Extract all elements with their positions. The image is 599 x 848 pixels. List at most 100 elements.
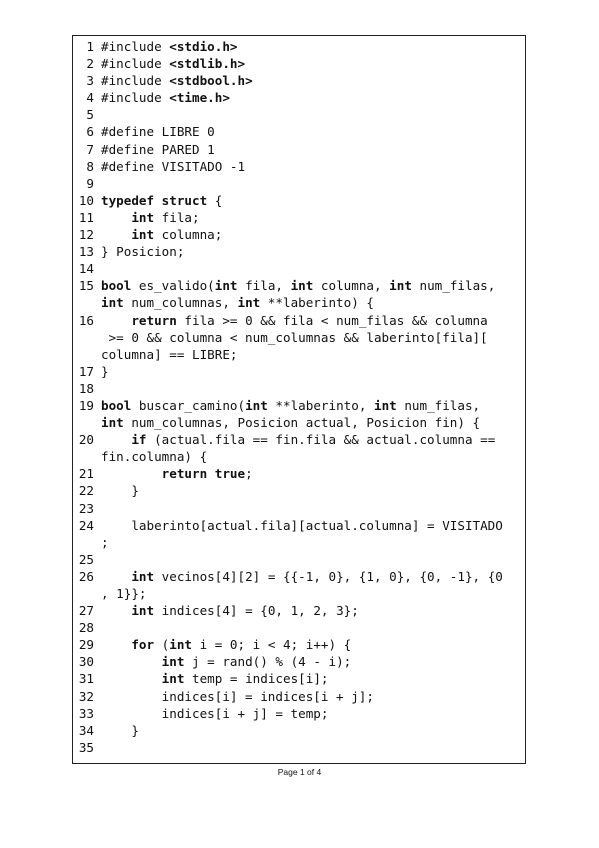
code-line: 27 int indices[4] = {0, 1, 2, 3}; <box>73 602 525 619</box>
code-line: 26 int vecinos[4][2] = {{-1, 0}, {1, 0},… <box>73 568 525 585</box>
code-line: 7#define PARED 1 <box>73 141 525 158</box>
line-text: } <box>101 482 525 499</box>
line-number: 3 <box>86 73 94 89</box>
code-line: 32 indices[i] = indices[i + j]; <box>73 688 525 705</box>
code-token: columna] == LIBRE; <box>101 346 238 362</box>
code-line: 4#include <time.h> <box>73 89 525 106</box>
keyword-token: int <box>101 415 124 431</box>
code-token: fin.columna) { <box>101 449 208 465</box>
line-text: #define LIBRE 0 <box>101 123 525 140</box>
keyword-token: int <box>373 397 397 413</box>
line-text: typedef struct { <box>101 192 525 209</box>
line-text: int indices[4] = {0, 1, 2, 3}; <box>101 602 525 619</box>
line-text <box>101 260 525 277</box>
code-token: , 1}}; <box>101 586 147 601</box>
line-text: #include <stdbool.h> <box>101 72 525 89</box>
code-token: #include <box>101 39 170 54</box>
keyword-token: int <box>131 227 155 243</box>
keyword-token: for <box>131 637 155 653</box>
line-text: ; <box>101 534 525 551</box>
line-text: , 1}}; <box>101 585 525 602</box>
code-token <box>101 603 131 618</box>
keyword-token: int <box>214 278 238 294</box>
code-token: { <box>207 192 223 208</box>
code-token: #define VISITADO -1 <box>101 158 246 174</box>
code-line: 14 <box>73 260 525 277</box>
code-line: 13 } Posicion; <box>73 243 525 260</box>
line-number: 35 <box>78 739 94 755</box>
keyword-token: int <box>389 278 412 294</box>
code-token: #include <box>101 73 170 89</box>
code-line: 29 for (int i = 0; i < 4; i++) { <box>73 636 525 653</box>
code-token: #include <box>101 56 170 72</box>
line-number: 24 <box>78 517 94 533</box>
code-line: 34 } <box>73 722 525 739</box>
code-line: 24 laberinto[actual.fila][actual.columna… <box>73 517 525 534</box>
line-number: 8 <box>86 158 94 174</box>
code-token <box>101 671 162 686</box>
line-text: } <box>101 722 525 739</box>
keyword-token: return true <box>161 466 246 482</box>
line-number: 34 <box>78 722 94 738</box>
code-token: } <box>101 483 139 499</box>
line-number: 13 <box>78 244 94 260</box>
line-number: 21 <box>78 466 94 482</box>
line-number: 29 <box>78 637 94 653</box>
code-token: num_columnas, <box>123 295 238 311</box>
line-number: 11 <box>78 209 94 225</box>
code-line: , 1}}; <box>73 585 525 602</box>
keyword-token: int <box>161 654 185 670</box>
keyword-token: return <box>131 312 177 328</box>
code-token: **laberinto) { <box>260 295 374 311</box>
line-number: 4 <box>86 90 94 106</box>
code-token: indices[i] = indices[i + j]; <box>101 688 374 704</box>
code-line: int num_columnas, int **laberinto) { <box>73 294 525 311</box>
line-number: 33 <box>78 705 94 721</box>
line-text <box>101 500 525 517</box>
line-text: #include <stdio.h> <box>101 38 525 55</box>
line-text: return fila >= 0 && fila < num_filas && … <box>101 312 525 329</box>
keyword-token: int <box>101 295 124 311</box>
line-number: 30 <box>78 654 94 670</box>
code-line: 2#include <stdlib.h> <box>73 55 525 72</box>
code-line: 22 } <box>73 482 525 499</box>
line-text: return true; <box>101 465 525 482</box>
line-text <box>101 739 525 756</box>
code-token: fila, <box>237 278 291 294</box>
keyword-token: int <box>161 671 185 687</box>
keyword-token: typedef struct <box>101 192 208 208</box>
code-line: 1#include <stdio.h> <box>73 38 525 55</box>
code-line: 33 indices[i + j] = temp; <box>73 705 525 722</box>
code-line: 30 int j = rand() % (4 - i); <box>73 653 525 670</box>
line-number: 7 <box>86 141 94 157</box>
line-text: int j = rand() % (4 - i); <box>101 653 525 670</box>
code-line: 25 <box>73 551 525 568</box>
keyword-token: <time.h> <box>169 90 230 106</box>
keyword-token: int <box>237 295 261 311</box>
code-token: j = rand() % (4 - i); <box>184 654 352 670</box>
code-token: i = 0; i < 4; i++) { <box>192 637 352 653</box>
code-line: columna] == LIBRE; <box>73 346 525 363</box>
code-token: fila; <box>154 209 200 225</box>
keyword-token: int <box>290 278 314 294</box>
keyword-token: bool <box>101 397 132 413</box>
line-number: 10 <box>78 192 94 208</box>
code-line: 3 #include <stdbool.h> <box>73 72 525 89</box>
line-number: 5 <box>86 107 94 123</box>
line-text: } Posicion; <box>101 243 525 260</box>
line-text: for (int i = 0; i < 4; i++) { <box>101 636 525 653</box>
code-body: 1#include <stdio.h>2#include <stdlib.h>3… <box>73 38 525 756</box>
code-token: num_filas, <box>411 278 496 294</box>
page-footer: Page 1 of 4 <box>277 767 322 777</box>
code-line: 31 int temp = indices[i]; <box>73 670 525 687</box>
line-text: if (actual.fila == fin.fila && actual.co… <box>101 431 525 448</box>
line-text: bool buscar_camino(int **laberinto, int … <box>101 397 525 414</box>
code-token: vecinos[4][2] = {{-1, 0}, {1, 0}, {0, -1… <box>154 568 503 584</box>
code-token <box>101 654 162 669</box>
line-text: columna] == LIBRE; <box>101 346 525 363</box>
code-line: 21 return true; <box>73 465 525 482</box>
code-token: (actual.fila == fin.fila && actual.colum… <box>146 432 496 448</box>
code-token: } <box>101 722 139 738</box>
code-token <box>101 466 162 481</box>
